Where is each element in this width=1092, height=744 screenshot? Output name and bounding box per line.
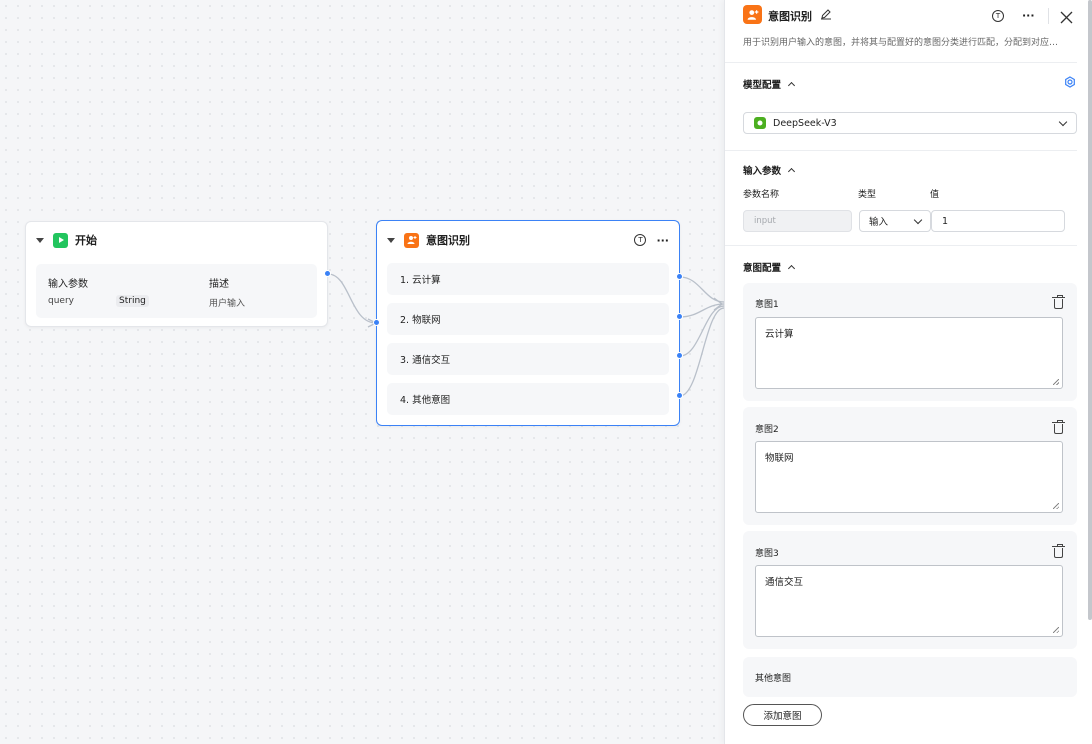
delete-trash-icon[interactable] bbox=[1052, 295, 1065, 309]
panel-description: 用于识别用户输入的意图，并将其与配置好的意图分类进行匹配，分配到对应… bbox=[743, 38, 1059, 48]
param-value-input[interactable]: 1 bbox=[931, 210, 1065, 232]
close-icon[interactable] bbox=[1060, 11, 1073, 27]
model-logo-icon bbox=[754, 117, 766, 129]
start-params: 输入参数 描述 query String 用户输入 bbox=[36, 264, 317, 318]
workflow-canvas[interactable]: 开始 输入参数 描述 query String 用户输入 意图识别 T ··· … bbox=[0, 0, 724, 744]
node-config-panel: 意图识别 T ··· 用于识别用户输入的意图，并将其与配置好的意图分类进行匹配，… bbox=[724, 0, 1092, 744]
delete-trash-icon[interactable] bbox=[1052, 544, 1065, 558]
delete-trash-icon[interactable] bbox=[1052, 420, 1065, 434]
intent-input-port[interactable] bbox=[373, 319, 380, 326]
param-desc: 用户输入 bbox=[209, 299, 246, 309]
arrow-head bbox=[713, 297, 724, 311]
chevron-up-icon bbox=[787, 264, 796, 273]
intent-branch-3[interactable]: 3. 通信交互 bbox=[387, 343, 669, 375]
other-intent-label: 其他意图 bbox=[755, 674, 792, 684]
params-header: 输入参数 bbox=[48, 279, 88, 290]
intent-label: 意图3 bbox=[755, 549, 779, 559]
edge-out-1 bbox=[679, 276, 724, 303]
param-type-select[interactable]: 输入 bbox=[859, 210, 931, 232]
collapse-caret-icon[interactable] bbox=[387, 237, 395, 243]
desc-header: 描述 bbox=[209, 279, 229, 290]
more-options-icon[interactable]: ··· bbox=[1022, 9, 1035, 22]
text-mode-icon[interactable]: T bbox=[992, 10, 1004, 22]
intent-branch-1[interactable]: 1. 云计算 bbox=[387, 263, 669, 295]
intent-label: 意图1 bbox=[755, 300, 779, 310]
intent-textarea[interactable]: 通信交互 bbox=[755, 565, 1063, 637]
settings-gear-icon[interactable] bbox=[1064, 76, 1076, 91]
model-section-header[interactable]: 模型配置 bbox=[743, 77, 796, 91]
resize-handle-icon[interactable] bbox=[1053, 627, 1059, 633]
collapse-caret-icon[interactable] bbox=[36, 237, 44, 243]
intent-recognition-icon bbox=[404, 232, 419, 248]
chevron-up-icon bbox=[787, 81, 796, 90]
branch-2-output-port[interactable] bbox=[676, 313, 683, 320]
edit-title-icon[interactable] bbox=[820, 8, 832, 23]
param-name-input[interactable]: input bbox=[743, 210, 852, 232]
intent-branch-2[interactable]: 2. 物联网 bbox=[387, 303, 669, 335]
col-name-header: 参数名称 bbox=[743, 190, 780, 200]
play-icon bbox=[53, 232, 68, 248]
branch-4-output-port[interactable] bbox=[676, 392, 683, 399]
chevron-down-icon bbox=[913, 215, 923, 224]
start-node[interactable]: 开始 输入参数 描述 query String 用户输入 bbox=[25, 221, 328, 327]
panel-title: 意图识别 bbox=[768, 10, 812, 23]
edge-start-intent bbox=[327, 273, 377, 324]
intent-card-2: 意图2 物联网 bbox=[743, 407, 1077, 525]
panel-divider-vertical bbox=[1048, 8, 1049, 24]
intent-branch-4[interactable]: 4. 其他意图 bbox=[387, 383, 669, 415]
col-type-header: 类型 bbox=[858, 190, 877, 200]
col-value-header: 值 bbox=[930, 190, 940, 200]
intent-card-1: 意图1 云计算 bbox=[743, 283, 1077, 401]
intent-label: 意图2 bbox=[755, 425, 779, 435]
param-name: query bbox=[48, 296, 74, 306]
resize-handle-icon[interactable] bbox=[1053, 379, 1059, 385]
intent-section-header[interactable]: 意图配置 bbox=[743, 260, 796, 274]
node-title: 意图识别 bbox=[426, 234, 470, 247]
edge-out-2 bbox=[679, 303, 724, 318]
model-name: DeepSeek-V3 bbox=[773, 117, 837, 129]
intent-recognition-icon bbox=[743, 5, 762, 24]
intent-textarea[interactable]: 物联网 bbox=[755, 441, 1063, 513]
edge-out-3 bbox=[679, 305, 724, 357]
param-type-badge: String bbox=[116, 295, 149, 307]
resize-handle-icon[interactable] bbox=[1053, 503, 1059, 509]
intent-textarea[interactable]: 云计算 bbox=[755, 317, 1063, 389]
branch-1-output-port[interactable] bbox=[676, 273, 683, 280]
start-output-port[interactable] bbox=[324, 270, 331, 277]
model-select[interactable]: DeepSeek-V3 bbox=[743, 112, 1077, 134]
chevron-down-icon bbox=[1058, 117, 1068, 126]
edge-out-4 bbox=[679, 307, 724, 397]
add-intent-button[interactable]: 添加意图 bbox=[743, 704, 822, 726]
other-intent-card: 其他意图 bbox=[743, 657, 1077, 697]
branch-3-output-port[interactable] bbox=[676, 352, 683, 359]
text-mode-icon[interactable]: T bbox=[634, 234, 647, 246]
chevron-up-icon bbox=[787, 167, 796, 176]
intent-node[interactable]: 意图识别 T ··· 1. 云计算 2. 物联网 3. 通信交互 4. 其他意图 bbox=[376, 220, 680, 426]
input-section-header[interactable]: 输入参数 bbox=[743, 163, 796, 177]
intent-card-3: 意图3 通信交互 bbox=[743, 531, 1077, 649]
more-options-icon[interactable]: ··· bbox=[656, 233, 669, 247]
node-title: 开始 bbox=[75, 234, 97, 247]
panel-scrollbar[interactable] bbox=[1088, 0, 1092, 620]
